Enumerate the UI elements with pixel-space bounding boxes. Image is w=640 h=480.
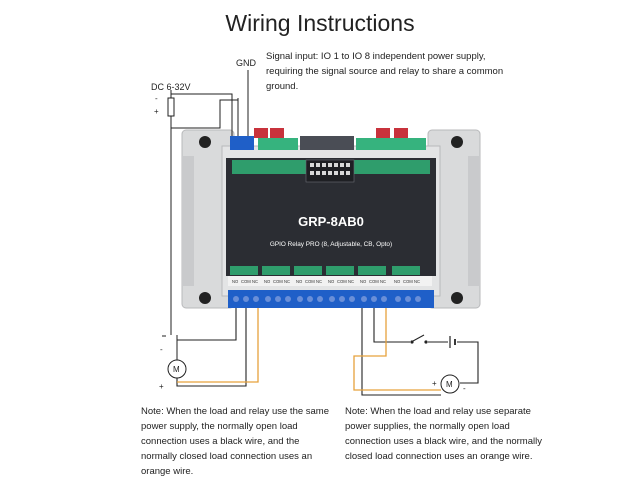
switch-contact-b (424, 340, 428, 344)
right-nc-orange-wire (353, 308, 441, 391)
terminal-labels: NO COM NC NO COM NC NO COM NC NO COM NC … (232, 279, 420, 284)
left-rail-clip (182, 156, 194, 286)
svg-text:NC: NC (316, 279, 322, 284)
red-terminal-4 (394, 128, 408, 138)
right-motor-icon (440, 374, 460, 394)
right-supply-wire (457, 341, 479, 384)
terminal-label-strip (228, 276, 432, 286)
svg-text:COM: COM (337, 279, 347, 284)
switch-lever (412, 334, 425, 342)
svg-text:NC: NC (414, 279, 420, 284)
power-bottom-run (170, 98, 239, 129)
svg-text:NC: NC (380, 279, 386, 284)
right-com-wire (373, 308, 410, 343)
svg-text:NO: NO (328, 279, 335, 284)
terminal-label-nc: NC (252, 279, 258, 284)
right-motor-minus: - (463, 384, 466, 393)
svg-text:COM: COM (305, 279, 315, 284)
svg-text:NO: NO (296, 279, 303, 284)
relay-label-strip (230, 266, 420, 275)
mounting-hole-top-left (199, 136, 211, 148)
svg-text:COM: COM (273, 279, 283, 284)
power-source-icon (167, 97, 175, 117)
red-terminal-1 (254, 128, 268, 138)
mounting-hole-bottom-right (451, 292, 463, 304)
left-motor-minus: - (160, 345, 163, 354)
left-com-wire (177, 308, 237, 341)
right-no-black-wire (361, 308, 441, 396)
terminal-label-com: COM (241, 279, 251, 284)
top-pin-header (300, 136, 354, 150)
top-power-terminal (230, 136, 254, 150)
power-supply-label: DC 6-32V (151, 82, 191, 92)
left-nc-orange-wire (177, 308, 259, 383)
top-signal-terminal (356, 138, 426, 150)
jumper-pins (310, 163, 350, 175)
switch-contact-a (410, 340, 414, 344)
svg-text:NO: NO (264, 279, 271, 284)
terminal-screws (233, 296, 421, 302)
svg-text:COM: COM (403, 279, 413, 284)
right-rail-clip (468, 156, 480, 286)
model-name: GRP-8AB0 (298, 214, 364, 229)
page-title: Wiring Instructions (225, 10, 415, 36)
power-top-run (170, 90, 233, 98)
terminal-label-no: NO (232, 279, 239, 284)
top-gpio-terminal (258, 138, 298, 150)
mounting-hole-top-right (451, 136, 463, 148)
right-motor-label: M (446, 380, 453, 389)
svg-text:COM: COM (369, 279, 379, 284)
signal-input-note: Signal input: IO 1 to IO 8 independent p… (266, 51, 504, 92)
module-subtitle: GPIO Relay PRO (8, Adjustable, CB, Opto) (270, 241, 392, 248)
svg-text:NC: NC (284, 279, 290, 284)
svg-text:NO: NO (360, 279, 367, 284)
red-terminal-2 (270, 128, 284, 138)
svg-text:NC: NC (348, 279, 354, 284)
svg-text:NO: NO (394, 279, 401, 284)
right-motor-plus: + (432, 379, 437, 388)
power-minus-sign: - (155, 94, 158, 103)
gnd-label: GND (236, 58, 257, 68)
red-terminal-3 (376, 128, 390, 138)
separate-supply-note: Note: When the load and relay use separa… (345, 406, 542, 462)
left-motor-plus: + (159, 382, 164, 391)
left-motor-label: M (173, 365, 180, 374)
same-supply-note: Note: When the load and relay use the sa… (141, 406, 330, 477)
mounting-hole-bottom-left (199, 292, 211, 304)
relay-module: GRP-8AB0 GPIO Relay PRO (8, Adjustable, … (181, 128, 481, 309)
power-plus-sign: + (154, 107, 159, 116)
